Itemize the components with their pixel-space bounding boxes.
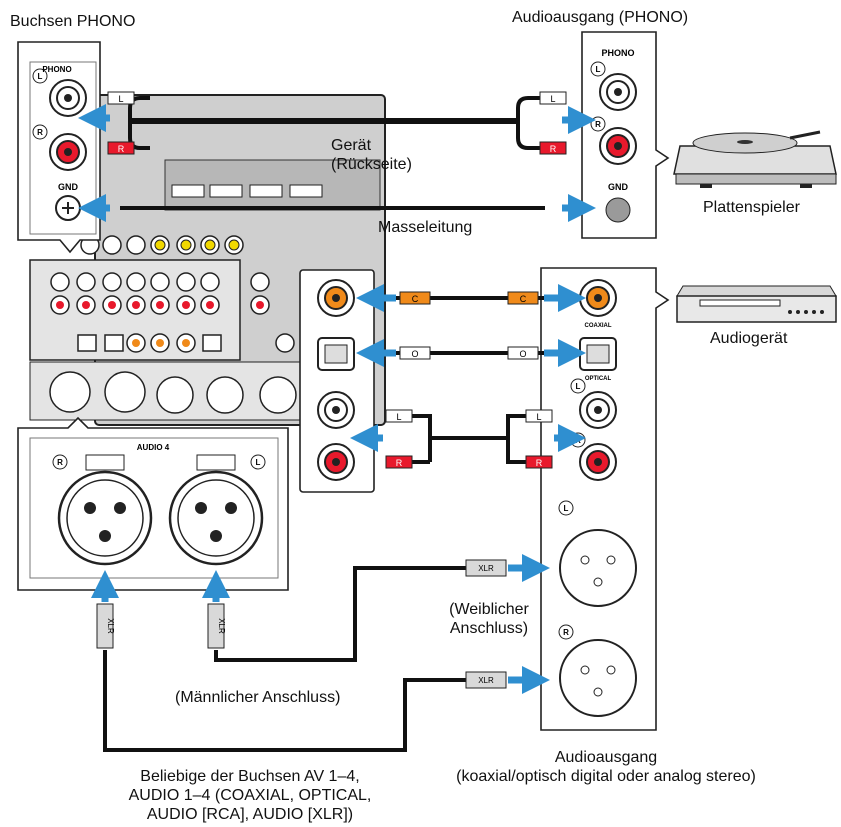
- male-caption: (Männlicher Anschluss): [175, 688, 340, 708]
- optical-label: OPTICAL: [585, 376, 612, 382]
- plug-right-rca-device: R: [536, 458, 543, 468]
- turntable-gnd-label: GND: [608, 182, 629, 192]
- device-cables: [374, 292, 560, 468]
- xlr-right-marker: R: [563, 628, 569, 637]
- left-channel-marker: L: [38, 72, 43, 81]
- xlr-left-marker: L: [564, 504, 569, 513]
- plug-right-turntable: R: [550, 144, 557, 154]
- coaxial-label: COAXIAL: [585, 323, 612, 329]
- device-right-marker: R: [575, 436, 581, 445]
- turntable-output-panel: [582, 32, 668, 238]
- cd-player-icon: [677, 286, 836, 322]
- turntable-left-marker: L: [596, 65, 601, 74]
- plug-right-rca-receiver: R: [396, 458, 403, 468]
- plug-optical-device: O: [519, 349, 526, 359]
- any-jacks-caption-2: AUDIO 1–4 (COAXIAL, OPTICAL,: [100, 786, 400, 806]
- plug-coax-receiver: C: [412, 294, 419, 304]
- audio-device-caption: Audiogerät: [710, 329, 787, 349]
- turntable-caption: Plattenspieler: [703, 198, 800, 218]
- device-rear-caption-1: Gerät: [331, 136, 371, 156]
- phono-jacks-label: PHONO: [42, 65, 71, 74]
- plug-left-turntable: L: [550, 94, 555, 104]
- plug-left-receiver: L: [118, 94, 123, 104]
- audio-output-caption-2: (koaxial/optisch digital oder analog ste…: [420, 767, 792, 787]
- female-caption-1: (Weiblicher: [434, 600, 544, 620]
- ground-wire-caption: Masseleitung: [378, 218, 472, 238]
- plug-xlr-right-receiver: XLR: [106, 618, 115, 634]
- plug-left-rca-device: L: [536, 412, 541, 422]
- any-jacks-caption-3: AUDIO [RCA], AUDIO [XLR]): [100, 805, 400, 825]
- gnd-label: GND: [58, 182, 79, 192]
- audio4-label: AUDIO 4: [137, 443, 170, 452]
- device-left-marker: L: [576, 382, 581, 391]
- plug-optical-receiver: O: [411, 349, 418, 359]
- plug-xlr-left-device: XLR: [478, 564, 494, 573]
- turntable-icon: [674, 132, 836, 188]
- phono-output-caption: Audioausgang (PHONO): [512, 8, 688, 28]
- any-jacks-caption-1: Beliebige der Buchsen AV 1–4,: [100, 767, 400, 787]
- female-caption-2: Anschluss): [434, 619, 544, 639]
- plug-xlr-left-receiver: XLR: [217, 618, 226, 634]
- plug-left-rca-receiver: L: [396, 412, 401, 422]
- audio-device-output-panel: [541, 268, 668, 730]
- audio-output-caption-1: Audioausgang: [420, 748, 792, 768]
- device-rear-caption-2: (Rückseite): [331, 155, 412, 175]
- right-channel-marker: R: [37, 128, 43, 137]
- phono-jacks-caption: Buchsen PHONO: [10, 12, 135, 32]
- plug-xlr-right-device: XLR: [478, 676, 494, 685]
- plug-right-receiver: R: [118, 144, 125, 154]
- plug-coax-device: C: [520, 294, 527, 304]
- turntable-phono-label: PHONO: [601, 48, 634, 58]
- receiver-input-jacks: [300, 270, 374, 492]
- audio4-left-marker: L: [256, 458, 261, 467]
- audio4-right-marker: R: [57, 458, 63, 467]
- turntable-right-marker: R: [595, 120, 601, 129]
